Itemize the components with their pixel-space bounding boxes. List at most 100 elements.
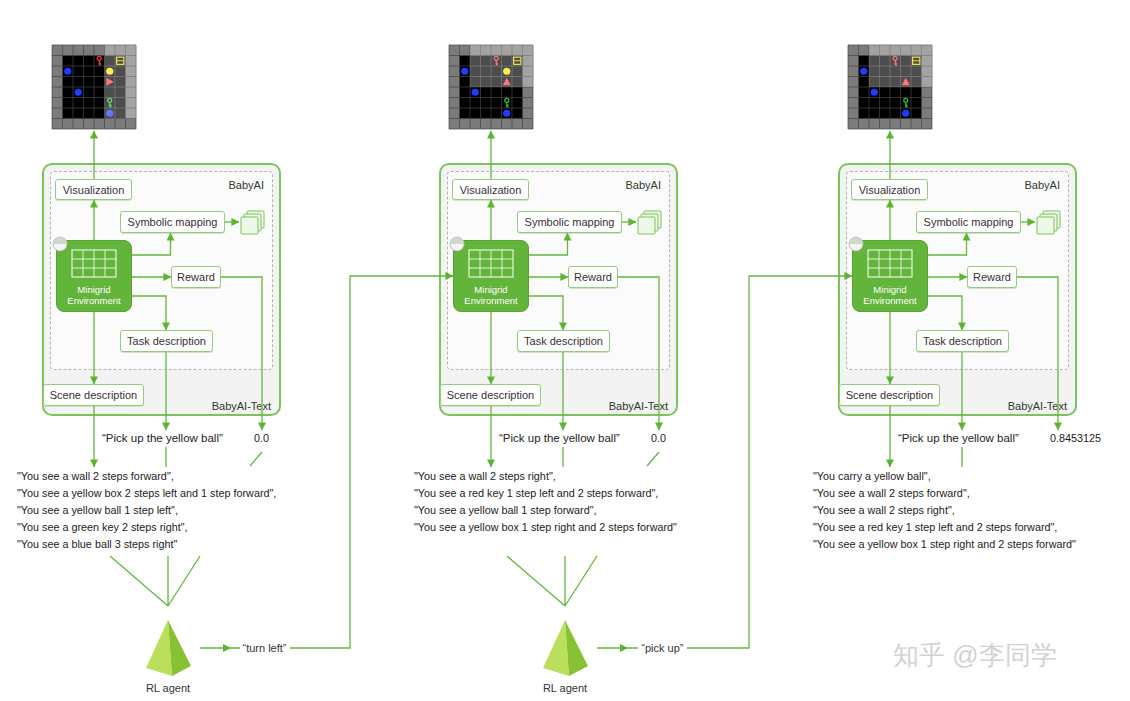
task-text: “Pick up the yellow ball” — [898, 430, 1019, 446]
ball-symbol — [871, 89, 878, 96]
connector-arrow — [93, 200, 94, 240]
node-label: Symbolic mapping — [525, 216, 615, 228]
scene-text: "You see a red key 1 step left and 2 ste… — [813, 519, 1057, 535]
action-arrow — [200, 276, 453, 648]
node-label: RL agent — [138, 681, 198, 695]
system-box: VisualizationSymbolic mappingMinigrid En… — [42, 163, 281, 416]
reward-value: 0.0 — [651, 430, 666, 446]
node-label: Task description — [127, 335, 206, 347]
agent-pyramid — [535, 616, 595, 678]
grid-wall — [52, 45, 136, 129]
scene-text: "You see a yellow ball 1 step left", — [17, 502, 178, 518]
scene-text: "You see a yellow box 1 step right and 2… — [813, 536, 1076, 552]
ball-symbol — [106, 110, 113, 117]
environment-box: Minigrid Environment — [453, 240, 529, 312]
node-label: Scene description — [50, 389, 137, 401]
ball-symbol — [503, 110, 510, 117]
scene-text: "You see a red key 1 step left and 2 ste… — [414, 485, 658, 501]
box-symbol — [514, 57, 521, 64]
node-label: Task description — [524, 335, 603, 347]
arrow-head — [620, 644, 628, 652]
node-label: Reward — [574, 271, 612, 283]
grid-floor — [460, 56, 523, 119]
action-arrow — [597, 276, 852, 648]
node-label: Task description — [923, 335, 1002, 347]
node-label: BabyAI-Text — [609, 399, 668, 413]
arrow-head — [223, 644, 231, 652]
grid-lines — [449, 45, 533, 129]
funnel-lines — [110, 452, 262, 606]
box-symbol — [117, 57, 124, 64]
process-box: Scene description — [43, 384, 144, 406]
grid-world — [848, 45, 932, 129]
connector-arrow — [132, 276, 171, 277]
subsystem-box: VisualizationSymbolic mappingMinigrid En… — [50, 171, 273, 370]
key-symbol — [494, 56, 498, 64]
pyramid-face — [543, 620, 569, 676]
scene-text: "You see a wall 2 steps right", — [414, 468, 556, 484]
action-label: “pick up” — [638, 640, 686, 656]
process-box: Task description — [120, 330, 213, 352]
agent-node: RL agent — [535, 616, 595, 696]
node-label: RL agent — [535, 681, 595, 695]
scene-text: "You see a wall 2 steps right", — [813, 502, 955, 518]
process-box: Visualization — [851, 179, 928, 200]
action-label: “turn left” — [239, 640, 289, 656]
ball-symbol — [64, 68, 71, 75]
connector-arrow — [490, 312, 491, 384]
connector-arrow — [132, 233, 171, 255]
pyramid-face — [146, 620, 172, 676]
ball-symbol — [902, 110, 909, 117]
node-label: Visualization — [63, 184, 125, 196]
ball-symbol — [75, 89, 82, 96]
environment-box: Minigrid Environment — [852, 240, 928, 312]
task-text: “Pick up the yellow ball” — [499, 430, 620, 446]
ball-symbol — [860, 68, 867, 75]
node-label: Scene description — [846, 389, 933, 401]
reward-value: 0.8453125 — [1050, 430, 1101, 446]
ball-symbol — [503, 68, 510, 75]
process-box: Task description — [517, 330, 610, 352]
node-label: Reward — [973, 271, 1011, 283]
flow-arrows — [94, 131, 262, 467]
grid-floor — [859, 56, 922, 119]
task-text: “Pick up the yellow ball” — [102, 430, 223, 446]
watermark: 知乎 @李同学 — [893, 639, 1057, 671]
node-label: Reward — [177, 271, 215, 283]
node-label: BabyAI-Text — [1008, 399, 1067, 413]
scene-text: "You see a wall 2 steps forward", — [17, 468, 174, 484]
ball-symbol — [472, 89, 479, 96]
grid-wall — [848, 45, 932, 129]
pyramid-face — [565, 620, 588, 676]
process-box: Scene description — [839, 384, 940, 406]
connector-arrow — [889, 200, 890, 240]
scene-text: "You see a blue ball 3 steps right" — [17, 536, 177, 552]
connector-arrow — [928, 233, 967, 255]
grid-floor — [63, 56, 126, 119]
node-label: Symbolic mapping — [128, 216, 218, 228]
node-label: Symbolic mapping — [924, 216, 1014, 228]
scene-text: "You see a yellow box 1 step right and 2… — [414, 519, 677, 535]
subsystem-box: VisualizationSymbolic mappingMinigrid En… — [447, 171, 670, 370]
key-symbol — [893, 56, 897, 64]
node-label: Minigrid Environment — [454, 284, 528, 306]
box-symbol — [913, 57, 920, 64]
connector-arrow — [490, 200, 491, 240]
grid-world — [52, 45, 136, 129]
key-symbol — [904, 98, 908, 107]
agent-symbol — [503, 78, 511, 86]
scene-text: "You see a wall 2 steps forward", — [813, 485, 970, 501]
process-box: Symbolic mapping — [517, 211, 622, 233]
scene-text: "You carry a yellow ball", — [813, 468, 931, 484]
node-label: Minigrid Environment — [853, 284, 927, 306]
agent-node: RL agent — [138, 616, 198, 696]
stack-icon — [638, 211, 661, 234]
grid-lines — [848, 45, 932, 129]
process-box: Task description — [916, 330, 1009, 352]
process-box: Visualization — [55, 179, 132, 200]
agent-symbol — [106, 78, 114, 86]
process-box: Reward — [568, 266, 618, 288]
view-highlight — [105, 45, 137, 119]
funnel-lines — [507, 452, 659, 606]
node-label: Visualization — [460, 184, 522, 196]
